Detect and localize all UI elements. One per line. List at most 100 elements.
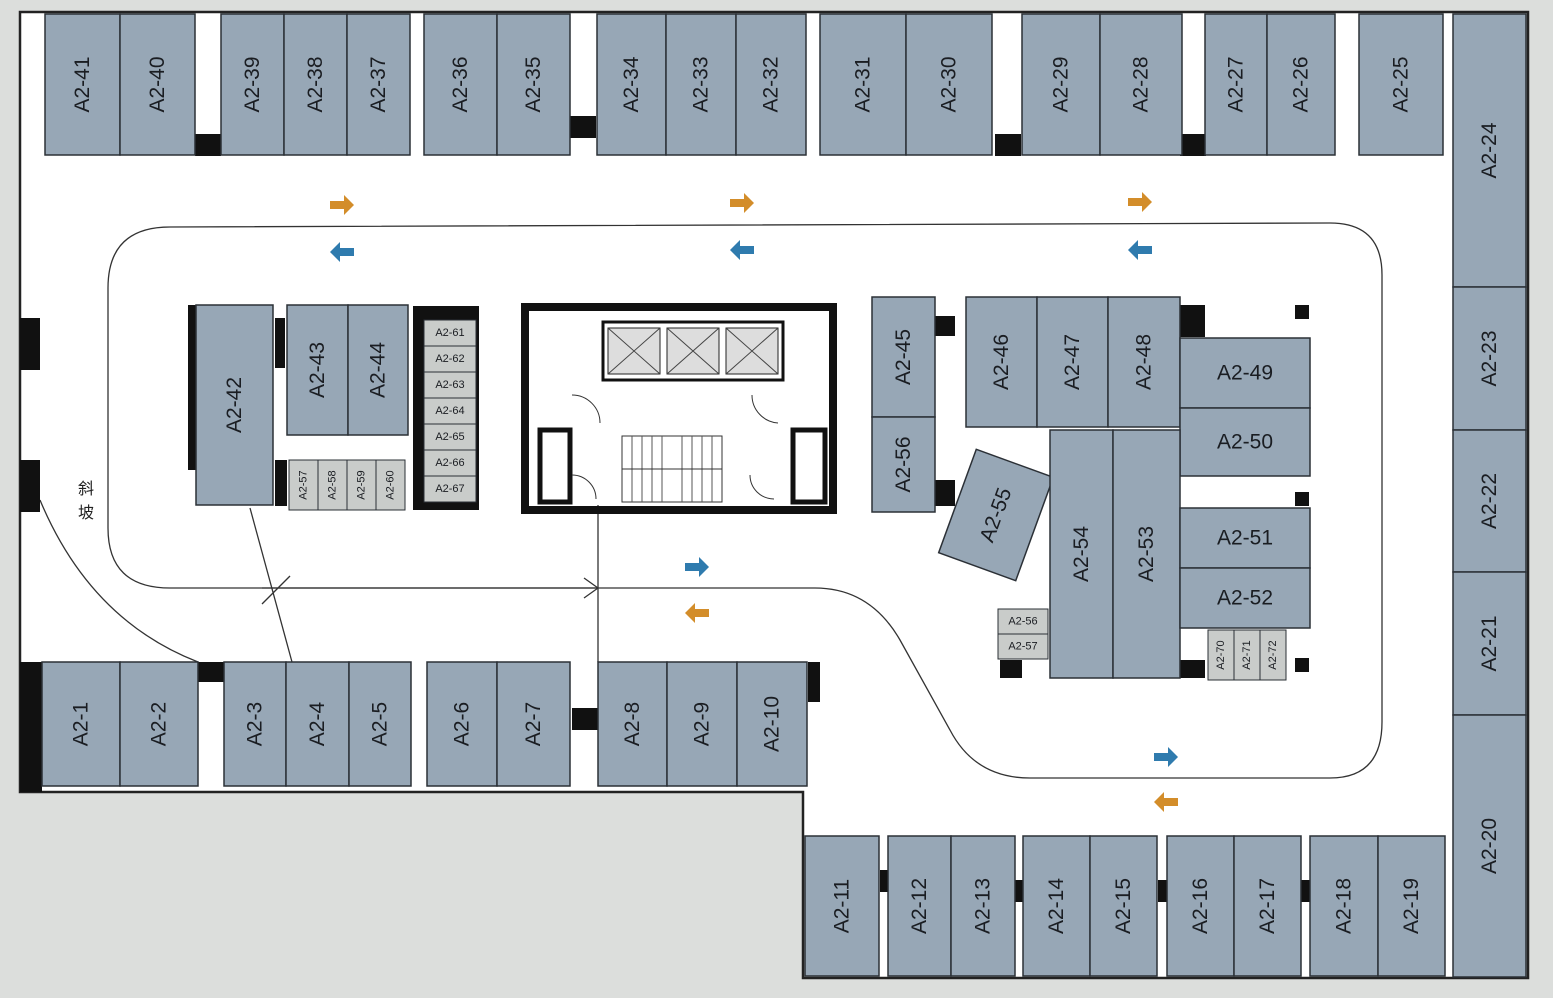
parking-stall[interactable]: A2-33	[665, 13, 737, 156]
parking-stall[interactable]: A2-32	[735, 13, 807, 156]
parking-stall[interactable]: A2-23	[1452, 286, 1527, 431]
parking-stall[interactable]: A2-25	[1358, 13, 1444, 156]
parking-stall[interactable]: A2-67	[423, 475, 477, 503]
parking-stall[interactable]: A2-61	[423, 319, 477, 347]
parking-stall[interactable]: A2-55	[937, 448, 1055, 582]
parking-stall[interactable]: A2-56	[871, 416, 936, 513]
stall-label: A2-51	[1217, 527, 1273, 550]
stall-box	[997, 633, 1049, 660]
parking-stall[interactable]: A2-16	[1166, 835, 1235, 977]
stall-label: A2-65	[435, 431, 464, 443]
parking-stall[interactable]: A2-51	[1179, 507, 1311, 569]
parking-stall[interactable]: A2-24	[1452, 13, 1527, 288]
parking-stall[interactable]: A2-10	[736, 661, 808, 787]
parking-stall[interactable]: A2-59	[346, 459, 377, 511]
parking-stall[interactable]: A2-11	[804, 835, 880, 977]
parking-stall[interactable]: A2-62	[423, 345, 477, 373]
parking-stall[interactable]: A2-7	[496, 661, 571, 787]
parking-stall[interactable]: A2-28	[1099, 13, 1183, 156]
stall-label: A2-27	[1225, 56, 1248, 112]
stall-label: A2-60	[385, 470, 397, 499]
parking-stall[interactable]: A2-35	[496, 13, 571, 156]
parking-stall[interactable]: A2-65	[423, 423, 477, 451]
parking-stall[interactable]: A2-66	[423, 449, 477, 477]
stall-label: A2-43	[306, 342, 329, 398]
parking-stall[interactable]: A2-30	[905, 13, 993, 156]
parking-stall[interactable]: A2-40	[119, 13, 196, 156]
parking-stall[interactable]: A2-17	[1233, 835, 1302, 977]
parking-stall[interactable]: A2-29	[1021, 13, 1101, 156]
gate-barrier	[261, 575, 291, 605]
stall-box	[375, 459, 406, 511]
parking-stall[interactable]: A2-43	[286, 304, 349, 436]
ramp-label-1: 斜	[78, 479, 94, 498]
parking-stall[interactable]: A2-4	[285, 661, 350, 787]
parking-stall[interactable]: A2-42	[195, 304, 274, 506]
stall-label: A2-42	[223, 377, 246, 433]
parking-stall[interactable]: A2-3	[223, 661, 287, 787]
stall-box	[804, 835, 880, 977]
stall-label: A2-30	[938, 56, 961, 112]
stall-box	[283, 13, 348, 156]
stall-box	[665, 13, 737, 156]
parking-stall[interactable]: A2-14	[1022, 835, 1091, 977]
parking-stall[interactable]: A2-27	[1204, 13, 1268, 156]
parking-stall[interactable]: A2-21	[1452, 571, 1527, 716]
parking-stall[interactable]: A2-72	[1259, 629, 1287, 681]
parking-stall[interactable]: A2-2	[119, 661, 199, 787]
parking-stall[interactable]: A2-41	[44, 13, 121, 156]
parking-stall[interactable]: A2-15	[1089, 835, 1158, 977]
parking-stall[interactable]: A2-36	[423, 13, 498, 156]
parking-stall[interactable]: A2-53	[1112, 429, 1181, 679]
stall-label: A2-37	[367, 56, 390, 112]
parking-stall[interactable]: A2-47	[1036, 296, 1109, 428]
parking-stall[interactable]: A2-60	[375, 459, 406, 511]
parking-stall[interactable]: A2-64	[423, 397, 477, 425]
parking-stall[interactable]: A2-49	[1179, 337, 1311, 409]
parking-stall[interactable]: A2-37	[346, 13, 411, 156]
parking-stall[interactable]: A2-57	[997, 633, 1049, 660]
parking-stall[interactable]: A2-63	[423, 371, 477, 399]
stall-label: A2-22	[1478, 473, 1501, 529]
stall-label: A2-57	[1008, 641, 1037, 653]
parking-stall[interactable]: A2-38	[283, 13, 348, 156]
parking-stall[interactable]: A2-70	[1207, 629, 1235, 681]
stall-box	[1089, 835, 1158, 977]
stall-box	[937, 448, 1055, 582]
parking-stall[interactable]: A2-46	[965, 296, 1038, 428]
parking-stall[interactable]: A2-52	[1179, 567, 1311, 629]
parking-stall[interactable]: A2-44	[347, 304, 409, 436]
parking-stall[interactable]: A2-48	[1107, 296, 1181, 428]
parking-stall[interactable]: A2-1	[41, 661, 121, 787]
stall-label: A2-35	[522, 56, 545, 112]
parking-stall[interactable]: A2-31	[819, 13, 907, 156]
parking-stall[interactable]: A2-56	[997, 608, 1049, 635]
stall-label: A2-1	[70, 702, 93, 746]
stall-label: A2-26	[1290, 56, 1313, 112]
parking-stall[interactable]: A2-39	[220, 13, 285, 156]
parking-stall[interactable]: A2-5	[348, 661, 412, 787]
parking-stall[interactable]: A2-8	[597, 661, 668, 787]
parking-stall[interactable]: A2-54	[1049, 429, 1114, 679]
parking-stall[interactable]: A2-58	[317, 459, 348, 511]
parking-stall[interactable]: A2-6	[426, 661, 498, 787]
parking-stall[interactable]: A2-20	[1452, 714, 1527, 978]
parking-stall[interactable]: A2-9	[666, 661, 738, 787]
stairs-icon	[621, 435, 723, 503]
parking-stall[interactable]: A2-19	[1377, 835, 1446, 977]
parking-stall[interactable]: A2-45	[871, 296, 936, 418]
parking-stall[interactable]: A2-26	[1266, 13, 1336, 156]
parking-stall[interactable]: A2-34	[596, 13, 667, 156]
parking-stall[interactable]: A2-18	[1309, 835, 1379, 977]
arrow-right-icon	[330, 195, 354, 215]
parking-stall[interactable]: A2-13	[950, 835, 1016, 977]
stall-box	[1107, 296, 1181, 428]
parking-stall[interactable]: A2-22	[1452, 429, 1527, 573]
stall-box	[1207, 629, 1235, 681]
parking-stall[interactable]: A2-50	[1179, 407, 1311, 477]
stall-box	[1358, 13, 1444, 156]
parking-stall[interactable]: A2-12	[887, 835, 952, 977]
stall-label: A2-54	[1070, 526, 1093, 582]
parking-stall[interactable]: A2-57	[288, 459, 319, 511]
parking-stall[interactable]: A2-71	[1233, 629, 1261, 681]
